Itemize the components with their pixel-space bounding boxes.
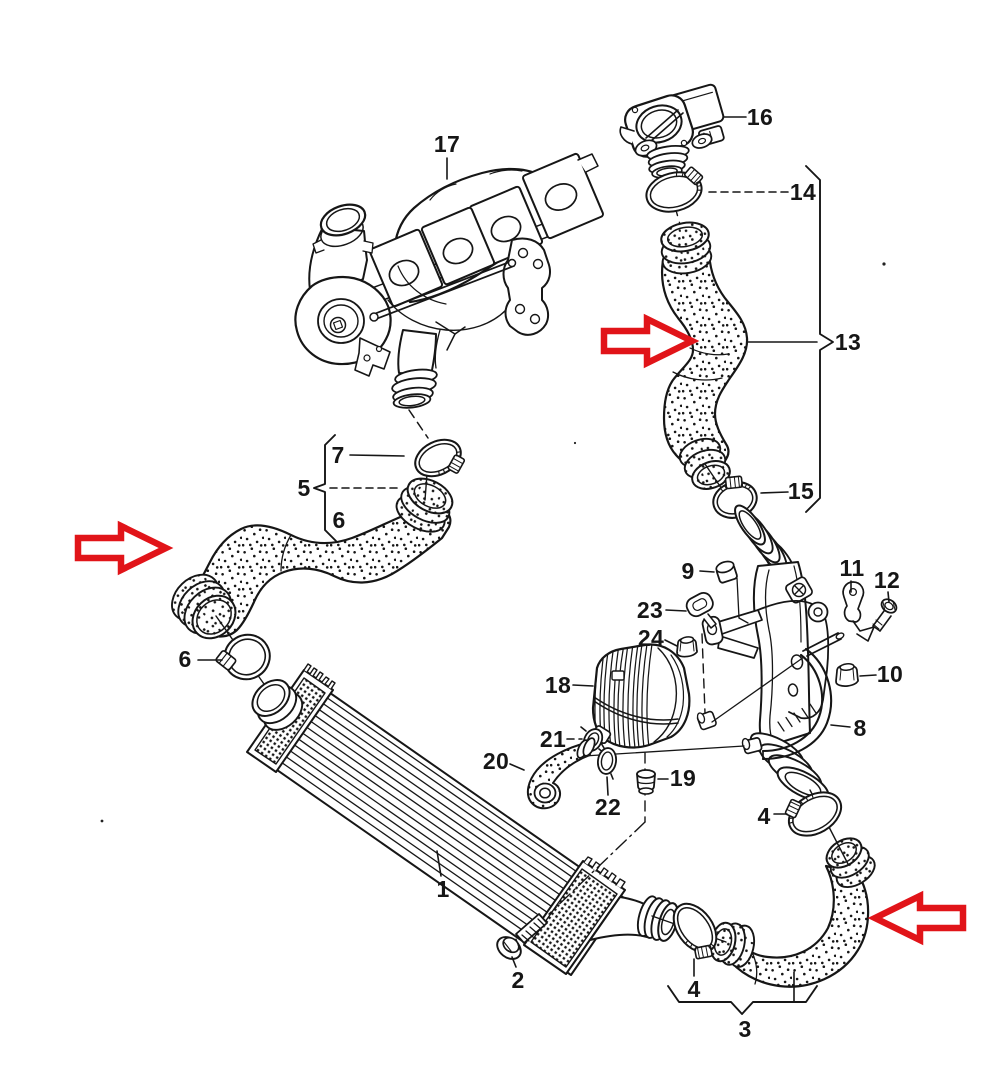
- hose-clamp-4a: [784, 791, 843, 837]
- callout-label-7[interactable]: 7: [331, 442, 344, 468]
- callout-label-16[interactable]: 16: [747, 104, 773, 130]
- callout-label-14[interactable]: 14: [790, 179, 816, 205]
- callout-label-24[interactable]: 24: [638, 625, 664, 651]
- callout-label-5[interactable]: 5: [297, 475, 310, 501]
- callout-label-12[interactable]: 12: [874, 567, 900, 593]
- callout-label-4[interactable]: 4: [757, 803, 770, 829]
- callout-leader-18: [572, 684, 594, 687]
- arrow-highlight-hose-5: [74, 520, 174, 576]
- part-nut-24: [676, 636, 698, 658]
- part-screw-2: [496, 913, 548, 960]
- callout-label-3[interactable]: 3: [738, 1016, 751, 1042]
- part-cap-9: [715, 560, 738, 584]
- callout-label-11[interactable]: 11: [840, 555, 865, 581]
- part-charge-air-hose-5: [171, 477, 454, 640]
- arrow-highlight-hose-13: [600, 313, 700, 369]
- part-charge-air-hose-lower: [709, 837, 876, 988]
- highlight-arrows: [74, 313, 967, 946]
- callout-leader-12: [887, 591, 890, 603]
- hose-clamp-4b: [672, 902, 718, 960]
- callout-leader-7: [349, 454, 405, 457]
- hose-clamp-7: [414, 438, 466, 478]
- part-retaining-clip-11: [842, 581, 875, 642]
- callout-label-10[interactable]: 10: [877, 661, 903, 687]
- bracket-3: [667, 985, 818, 1015]
- callout-leader-9: [699, 570, 715, 573]
- bracket-13: [805, 165, 834, 513]
- hose-clamp-14: [645, 166, 704, 213]
- callout-label-20[interactable]: 20: [483, 748, 509, 774]
- callout-label-4[interactable]: 4: [687, 976, 700, 1002]
- diagram-line-art: [171, 83, 898, 1015]
- part-throttle-valve-body: [619, 83, 725, 179]
- callout-label-9[interactable]: 9: [681, 558, 694, 584]
- callout-label-19[interactable]: 19: [670, 765, 696, 791]
- part-spring-clip-22: [597, 742, 617, 780]
- callout-leader-24: [664, 639, 678, 647]
- callout-leader-8: [830, 724, 851, 728]
- callout-leader-1: [436, 850, 442, 877]
- callout-label-6[interactable]: 6: [332, 507, 345, 533]
- callout-leader-10: [859, 674, 877, 677]
- callout-leader-15: [760, 491, 789, 494]
- callout-label-15[interactable]: 15: [788, 478, 814, 504]
- part-retaining-clip-23: [685, 591, 717, 629]
- part-intercooler: [246, 663, 679, 976]
- callout-label-6[interactable]: 6: [178, 646, 191, 672]
- print-specks: [100, 262, 886, 823]
- callout-leader-23: [665, 609, 687, 612]
- callout-leader-20: [509, 763, 525, 771]
- callout-label-22[interactable]: 22: [595, 794, 621, 820]
- callout-label-23[interactable]: 23: [637, 597, 663, 623]
- bracket-5: [313, 434, 337, 542]
- callout-leader-2: [511, 956, 517, 968]
- arrow-highlight-hose-3: [867, 890, 967, 946]
- part-screw-12: [872, 598, 898, 632]
- part-air-guide-duct: [591, 643, 691, 749]
- part-rubber-buffer-19: [636, 769, 656, 795]
- part-charge-air-pipe-with-bracket: [696, 504, 845, 802]
- part-turbocharger-exhaust-manifold: [294, 152, 604, 439]
- callout-label-21[interactable]: 21: [540, 726, 566, 752]
- part-breather-hose-20: [526, 737, 596, 810]
- assembly-axis-line: [567, 577, 805, 758]
- part-hose-clamp-6: [215, 633, 271, 681]
- callout-label-8[interactable]: 8: [853, 715, 866, 741]
- part-charge-air-hose-upper: [660, 221, 749, 490]
- part-flange-nut-10: [835, 662, 859, 687]
- assembly-axis-line: [548, 821, 646, 915]
- callout-label-17[interactable]: 17: [434, 131, 460, 157]
- callout-label-1[interactable]: 1: [436, 876, 449, 902]
- callout-leader-22: [606, 776, 609, 796]
- callout-label-18[interactable]: 18: [545, 672, 571, 698]
- callout-label-13[interactable]: 13: [835, 329, 861, 355]
- callout-label-2[interactable]: 2: [511, 967, 524, 993]
